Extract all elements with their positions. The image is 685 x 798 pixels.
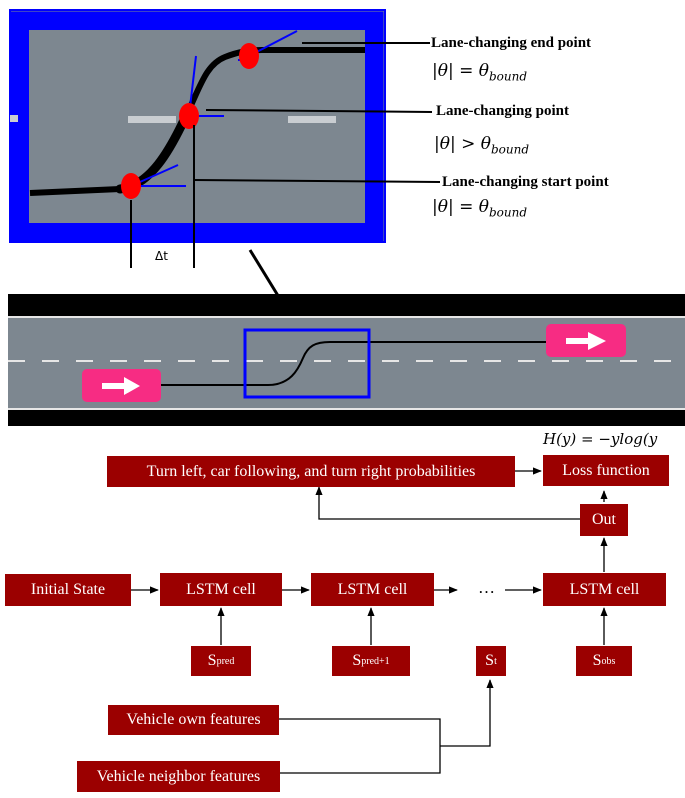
- loss-function-box: Loss function: [543, 455, 669, 486]
- zoom-panel-blue-frame: [10, 11, 384, 242]
- vehicle-end-arrow: [566, 332, 606, 350]
- out-box: Out: [580, 504, 628, 536]
- flow-connectors: [131, 467, 608, 774]
- leader-mid: [205, 109, 433, 113]
- probabilities-box: Turn left, car following, and turn right…: [107, 456, 515, 487]
- marker-lane-change-point: [179, 103, 199, 129]
- bracket-features: [279, 718, 441, 774]
- lstm-cell-box-3: LSTM cell: [543, 573, 666, 606]
- label-delta-t: Δt: [155, 249, 168, 263]
- zoom-panel: [9, 9, 386, 243]
- formula-start: |θ| = θbound: [432, 197, 528, 220]
- road-strip: [8, 294, 685, 426]
- label-lane-change-point: Lane-changing point: [436, 103, 569, 119]
- zoom-lane-dash: [128, 116, 176, 123]
- vehicle-start-arrow: [102, 377, 140, 395]
- lstm-cell-box-2: LSTM cell: [311, 573, 434, 606]
- formula-mid: |θ| > θbound: [434, 134, 530, 157]
- zoom-lane-dash: [10, 115, 18, 122]
- loss-formula: H(y) = −ylog(y: [543, 430, 658, 448]
- road-zoom-box: [243, 328, 371, 399]
- vehicle-neighbor-features-box: Vehicle neighbor features: [77, 761, 280, 792]
- marker-start-point: [121, 173, 141, 199]
- formula-end: |θ| = θbound: [432, 61, 528, 84]
- label-lane-change-start: Lane-changing start point: [442, 174, 609, 190]
- marker-end-point: [239, 43, 259, 69]
- leader-start: [193, 179, 441, 183]
- road-trajectory: [160, 341, 548, 386]
- ellipsis: …: [478, 578, 495, 597]
- lstm-cell-box-1: LSTM cell: [160, 573, 282, 606]
- initial-state-box: Initial State: [5, 574, 131, 606]
- zoom-lane-dash: [288, 116, 336, 123]
- arrow-features-to-st: [440, 679, 494, 747]
- label-lane-change-end: Lane-changing end point: [431, 35, 592, 51]
- zoom-panel-outer-border: [9, 9, 386, 243]
- zoom-road-surface: [29, 30, 365, 223]
- vehicle-own-features-box: Vehicle own features: [108, 705, 279, 735]
- arrow-out-to-prob: [315, 486, 580, 520]
